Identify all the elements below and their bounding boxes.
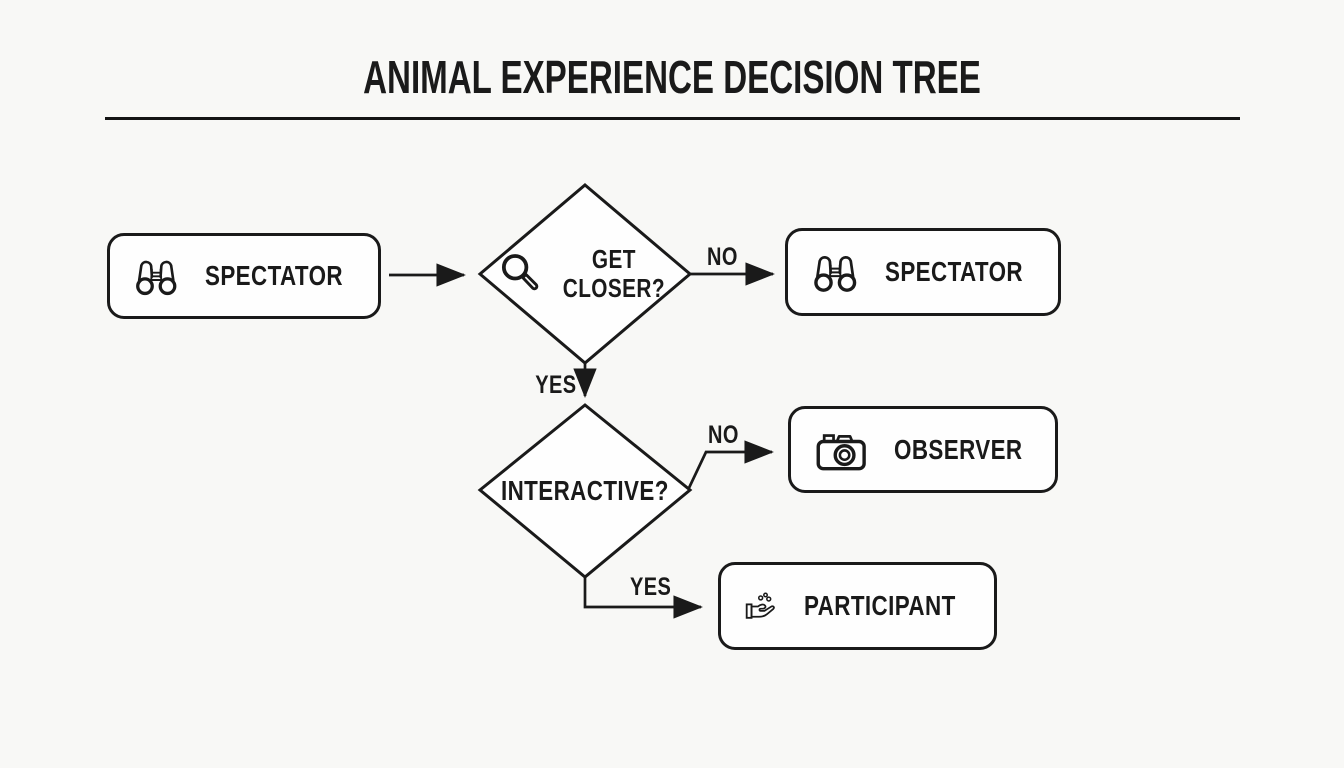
page-title: ANIMAL EXPERIENCE DECISION TREE	[0, 52, 1344, 102]
node-outcome-observer: OBSERVER	[788, 406, 1058, 493]
edge-decision1-no-label: NO	[707, 243, 738, 271]
node-outcome-participant: PARTICIPANT	[718, 562, 997, 650]
decision2-content: INTERACTIVE?	[480, 474, 690, 508]
decision1-label-line2: CLOSER?	[563, 273, 666, 303]
magnifier-icon	[501, 254, 539, 291]
hand-feeding-icon	[745, 592, 775, 619]
edge-decision2-yes-line	[583, 577, 703, 619]
node-start-label: SPECTATOR	[205, 260, 344, 291]
binoculars-icon	[814, 256, 857, 292]
node-outcome-participant-label: PARTICIPANT	[804, 590, 957, 621]
decision2-label: INTERACTIVE?	[501, 474, 669, 506]
node-start-spectator: SPECTATOR	[107, 233, 381, 319]
page-title-text: ANIMAL EXPERIENCE DECISION TREE	[363, 51, 981, 103]
decision2-diamond	[477, 403, 693, 579]
decision1-diamond	[477, 183, 693, 365]
binoculars-icon	[136, 260, 177, 296]
decision1-label-line1: GET	[592, 244, 637, 275]
camera-icon	[816, 433, 866, 470]
node-outcome-spectator: SPECTATOR	[785, 228, 1061, 316]
edge-decision1-yes-label: YES	[535, 371, 577, 399]
node-outcome-spectator-label: SPECTATOR	[885, 256, 1024, 287]
title-underline	[105, 117, 1240, 120]
decision1-label: GET CLOSER?	[563, 245, 665, 302]
edge-decision2-no-label: NO	[708, 421, 739, 449]
edge-decision2-yes-label: YES	[630, 573, 672, 601]
edge-decision2-no-line	[686, 440, 774, 491]
decision1-content: GET CLOSER?	[498, 236, 678, 312]
node-outcome-observer-label: OBSERVER	[894, 433, 1023, 465]
